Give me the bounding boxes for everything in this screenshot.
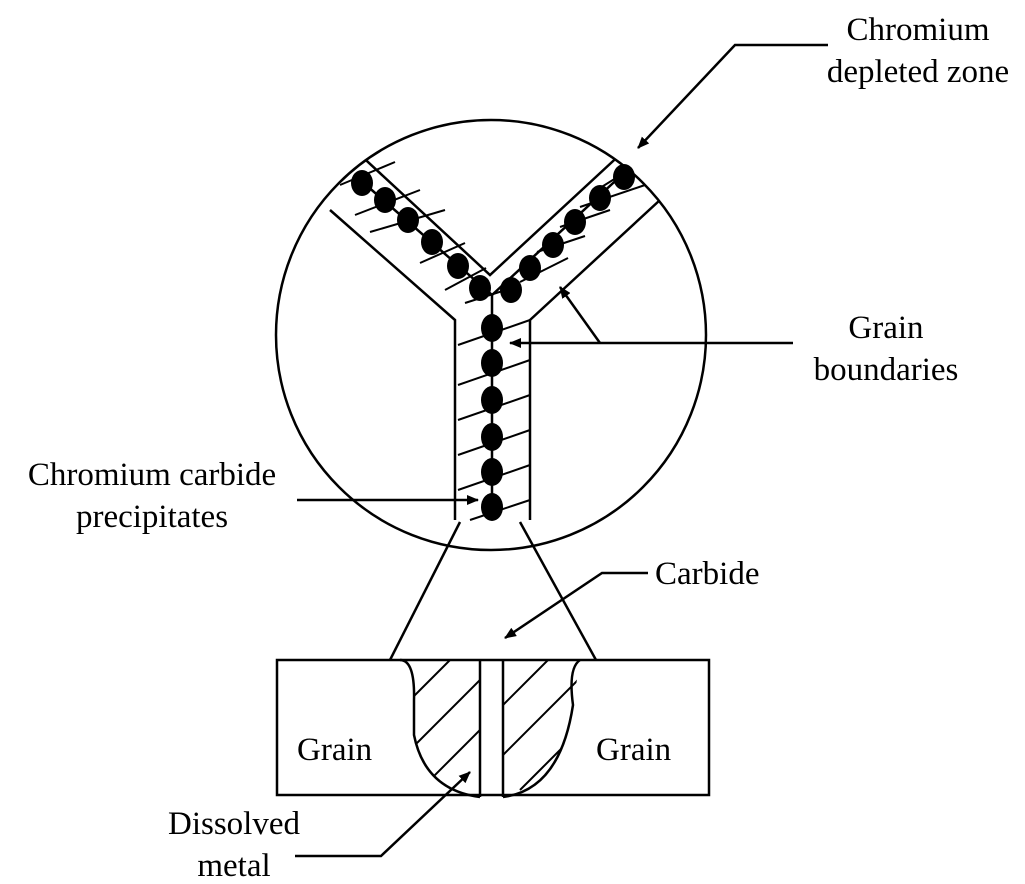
grain-block	[277, 660, 709, 795]
carbide-arrow	[505, 573, 648, 638]
grain-boundaries-arrow-upper	[560, 287, 600, 343]
chromium-depleted-arrow	[638, 45, 828, 148]
label-dissolved-1: Dissolved	[168, 806, 301, 842]
label-carbide-precipitates-2: precipitates	[76, 499, 228, 535]
label-grain-boundaries-2: boundaries	[814, 352, 959, 388]
label-carbide: Carbide	[655, 556, 759, 592]
label-grain-right: Grain	[596, 732, 671, 768]
magnification-line-right	[520, 522, 596, 660]
magnification-line-left	[390, 522, 460, 660]
label-chromium-depleted-1: Chromium	[846, 12, 989, 48]
label-chromium-depleted-2: depleted zone	[827, 54, 1009, 90]
label-carbide-precipitates-1: Chromium carbide	[28, 457, 276, 493]
label-grain-boundaries-1: Grain	[848, 310, 923, 346]
label-dissolved-2: metal	[197, 848, 270, 884]
dissolved-metal-region	[400, 660, 580, 797]
label-grain-left: Grain	[297, 732, 372, 768]
